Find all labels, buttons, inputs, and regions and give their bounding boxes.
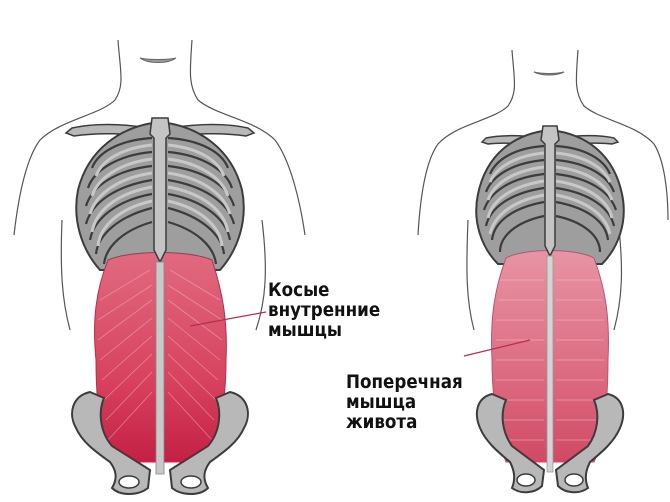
label-line: мышцы [268, 320, 380, 340]
label-line: мышца [346, 392, 463, 412]
figure-left [14, 40, 305, 494]
label-transverse-abdominis: Поперечная мышца живота [346, 372, 463, 432]
label-line: живота [346, 412, 463, 432]
label-line: Косые [268, 280, 380, 300]
mouth-right [534, 72, 564, 75]
linea-alba-left [156, 262, 164, 474]
linea-alba-right [547, 256, 553, 472]
label-line: Поперечная [346, 372, 463, 392]
label-internal-oblique: Косые внутренние мышцы [268, 280, 380, 340]
label-line: внутренние [268, 300, 380, 320]
mouth-left [140, 58, 176, 63]
